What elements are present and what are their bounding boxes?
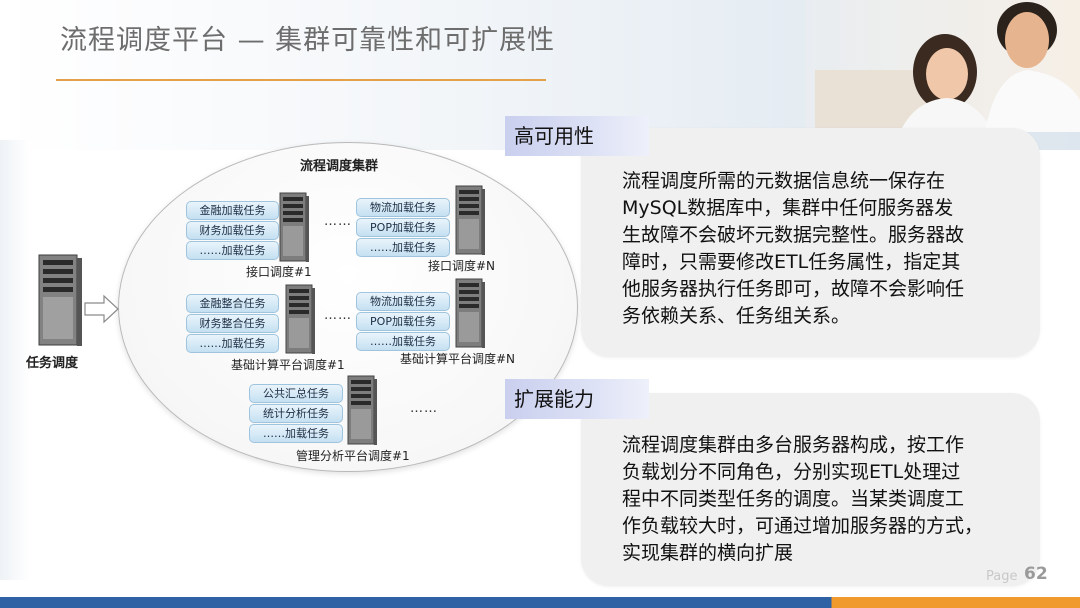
arrow-right-icon — [84, 294, 120, 328]
text-line: MySQL数据库中，集群中任何服务器发 — [622, 197, 954, 219]
left-decoration — [0, 140, 30, 580]
server-label: 接口调度#N — [428, 259, 496, 273]
text-line: 流程调度所需的元数据信息统一保存在 — [622, 170, 946, 192]
task-chip: POP加载任务 — [356, 218, 450, 237]
scheduler-server-icon — [38, 254, 82, 352]
text-line: 实现集群的横向扩展 — [622, 542, 794, 564]
server-icon — [285, 284, 315, 360]
high-availability-text: 流程调度所需的元数据信息统一保存在 MySQL数据库中，集群中任何服务器发 生故… — [622, 168, 964, 330]
task-chip: 物流加载任务 — [356, 198, 450, 217]
text-line: 他服务器执行任务即可，故障不会影响任 — [622, 278, 965, 300]
server-label: 基础计算平台调度#1 — [231, 358, 345, 372]
task-chip: 财务加载任务 — [186, 221, 279, 240]
task-chip: 统计分析任务 — [249, 404, 343, 423]
text-line: 程中不同类型任务的调度。当某类调度工 — [622, 488, 965, 510]
server-label: 基础计算平台调度#N — [400, 352, 516, 366]
ellipsis: …… — [324, 308, 352, 323]
task-chip: POP加载任务 — [356, 312, 450, 331]
title-underline — [56, 79, 546, 81]
text-line: 务依赖关系、任务组关系。 — [622, 305, 851, 327]
ellipsis: …… — [324, 214, 352, 229]
server-icon — [455, 185, 485, 261]
server-icon — [347, 375, 377, 451]
ellipsis: …… — [410, 401, 438, 416]
scheduler-label: 任务调度 — [26, 356, 79, 371]
header-photo — [805, 0, 1080, 132]
scalability-text: 流程调度集群由多台服务器构成，按工作 负载划分不同角色，分别实现ETL处理过 程… — [622, 432, 983, 567]
text-line: 障时，只需要修改ETL任务属性，指定其 — [622, 251, 961, 273]
task-chip: 金融加载任务 — [186, 201, 279, 220]
text-line: 负载划分不同角色，分别实现ETL处理过 — [622, 461, 961, 483]
task-chip: 公共汇总任务 — [249, 384, 343, 403]
task-chip: ……加载任务 — [249, 424, 343, 443]
scalability-tag: 扩展能力 — [505, 379, 649, 419]
server-label: 管理分析平台调度#1 — [296, 449, 410, 463]
text-line: 作负载较大时，可通过增加服务器的方式， — [622, 515, 984, 537]
page-title: 流程调度平台 — 集群可靠性和可扩展性 — [60, 25, 556, 56]
task-chip: 物流加载任务 — [356, 292, 450, 311]
task-chip: ……加载任务 — [356, 238, 450, 257]
high-availability-card — [581, 128, 1040, 357]
scalability-card — [581, 393, 1040, 586]
task-chip: ……加载任务 — [356, 332, 450, 351]
page-number: 62 — [1024, 564, 1048, 584]
footer-bar — [0, 597, 1080, 608]
text-line: 生故障不会破坏元数据完整性。服务器故 — [622, 224, 965, 246]
server-icon — [279, 192, 309, 268]
task-chip: 财务整合任务 — [186, 314, 279, 333]
task-chip: ……加载任务 — [186, 334, 279, 353]
page-label: Page — [986, 569, 1018, 584]
task-chip: 金融整合任务 — [186, 294, 279, 313]
high-availability-tag: 高可用性 — [505, 116, 649, 156]
cluster-title: 流程调度集群 — [300, 159, 379, 174]
server-label: 接口调度#1 — [246, 265, 312, 279]
task-chip: ……加载任务 — [186, 241, 279, 260]
text-line: 流程调度集群由多台服务器构成，按工作 — [622, 434, 965, 456]
server-icon — [455, 278, 485, 354]
